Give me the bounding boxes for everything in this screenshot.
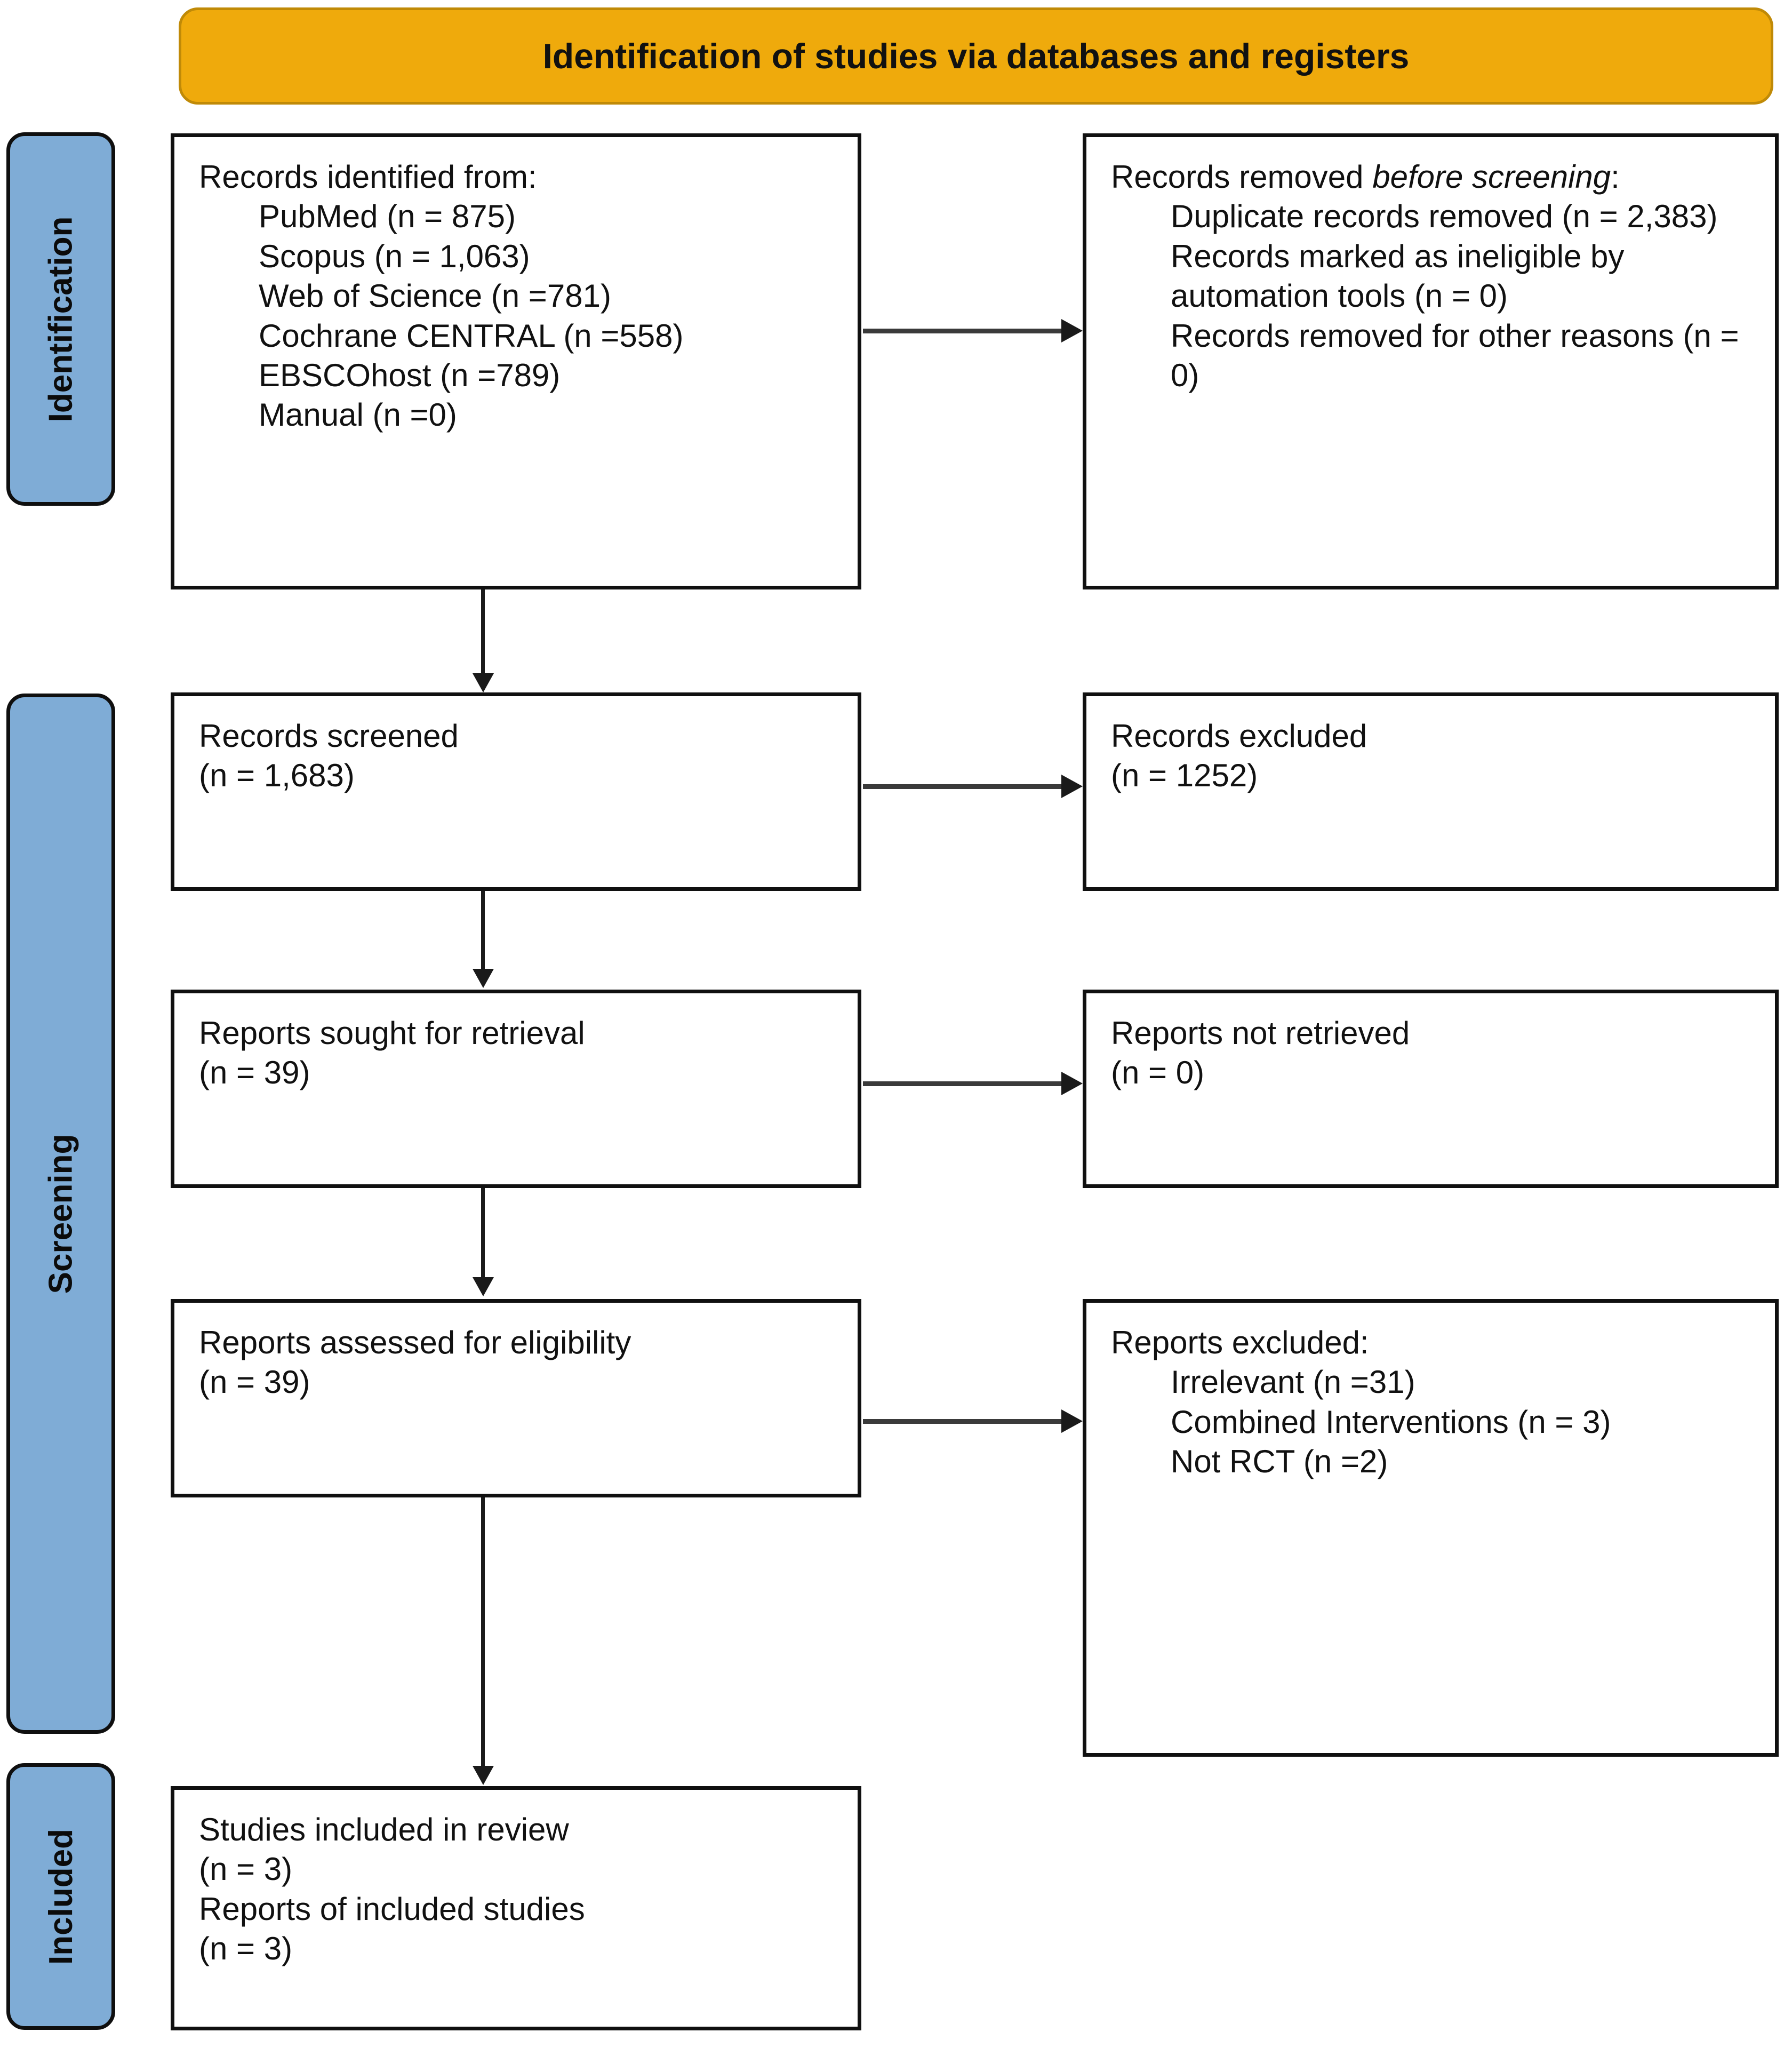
stage-label-screening: Screening bbox=[6, 694, 115, 1734]
box-reports-sought: Reports sought for retrieval (n = 39) bbox=[171, 990, 861, 1188]
records-excluded-label: Records excluded bbox=[1111, 718, 1367, 754]
arrow-identified-to-removed-line bbox=[863, 329, 1061, 333]
reports-of-included-label: Reports of included studies bbox=[199, 1891, 585, 1927]
reports-not-retrieved-label: Reports not retrieved bbox=[1111, 1015, 1410, 1051]
box-records-identified: Records identified from: PubMed (n = 875… bbox=[171, 133, 861, 589]
arrow-sought-to-notretrieved-line bbox=[863, 1081, 1061, 1086]
arrow-assessed-to-repexcluded-line bbox=[863, 1419, 1061, 1424]
records-identified-item: Cochrane CENTRAL (n =558) bbox=[259, 317, 684, 354]
banner-identification-header: Identification of studies via databases … bbox=[179, 7, 1773, 105]
arrow-identified-to-screened-head bbox=[473, 673, 494, 692]
box-records-screened: Records screened (n = 1,683) bbox=[171, 692, 861, 891]
arrow-identified-to-screened-line bbox=[481, 589, 485, 675]
records-removed-heading: Records removed before screening: bbox=[1111, 157, 1750, 197]
records-identified-item: Web of Science (n =781) bbox=[259, 278, 611, 314]
box-records-excluded: Records excluded (n = 1252) bbox=[1083, 692, 1779, 891]
reports-sought-count: (n = 39) bbox=[199, 1055, 310, 1091]
arrow-assessed-to-repexcluded-head bbox=[1061, 1409, 1083, 1433]
reports-of-included-count: (n = 3) bbox=[199, 1931, 293, 1967]
arrow-sought-to-notretrieved-head bbox=[1061, 1072, 1083, 1095]
reports-not-retrieved-count: (n = 0) bbox=[1111, 1055, 1205, 1091]
arrow-assessed-to-included-line bbox=[481, 1497, 485, 1767]
banner-title: Identification of studies via databases … bbox=[542, 36, 1410, 76]
reports-assessed-count: (n = 39) bbox=[199, 1364, 310, 1400]
box-reports-not-retrieved: Reports not retrieved (n = 0) bbox=[1083, 990, 1779, 1188]
records-excluded-count: (n = 1252) bbox=[1111, 758, 1258, 794]
arrow-screened-to-sought-line bbox=[481, 891, 485, 970]
studies-included-label: Studies included in review bbox=[199, 1812, 569, 1847]
box-reports-assessed: Reports assessed for eligibility (n = 39… bbox=[171, 1299, 861, 1497]
arrow-screened-to-excluded-line bbox=[863, 784, 1061, 789]
reports-excluded-item: Not RCT (n =2) bbox=[1171, 1444, 1388, 1480]
arrow-identified-to-removed-head bbox=[1061, 319, 1083, 342]
records-identified-item: EBSCOhost (n =789) bbox=[259, 357, 561, 393]
records-identified-item: Manual (n =0) bbox=[259, 397, 457, 433]
reports-assessed-label: Reports assessed for eligibility bbox=[199, 1325, 631, 1360]
studies-included-count: (n = 3) bbox=[199, 1851, 293, 1887]
arrow-screened-to-excluded-head bbox=[1061, 775, 1083, 798]
stage-label-included: Included bbox=[6, 1763, 115, 2030]
reports-excluded-heading: Reports excluded: bbox=[1111, 1325, 1369, 1360]
records-removed-item: Records removed for other reasons (n = 0… bbox=[1171, 317, 1739, 393]
records-identified-item: PubMed (n = 875) bbox=[259, 198, 516, 235]
box-records-removed: Records removed before screening: Duplic… bbox=[1083, 133, 1779, 589]
stage-label-included-text: Included bbox=[42, 1828, 79, 1965]
records-removed-item: Duplicate records removed (n = 2,383) bbox=[1171, 198, 1718, 235]
box-studies-included: Studies included in review (n = 3) Repor… bbox=[171, 1786, 861, 2030]
records-identified-item: Scopus (n = 1,063) bbox=[259, 238, 530, 274]
stage-label-identification-text: Identification bbox=[42, 216, 79, 422]
reports-sought-label: Reports sought for retrieval bbox=[199, 1015, 585, 1051]
arrow-screened-to-sought-head bbox=[473, 969, 494, 988]
box-reports-excluded: Reports excluded: Irrelevant (n =31) Com… bbox=[1083, 1299, 1779, 1757]
records-removed-item: Records marked as ineligible by automati… bbox=[1171, 238, 1625, 314]
reports-excluded-item: Irrelevant (n =31) bbox=[1171, 1364, 1415, 1400]
records-removed-heading-suffix: : bbox=[1611, 159, 1620, 195]
stage-label-identification: Identification bbox=[6, 132, 115, 506]
arrow-sought-to-assessed-line bbox=[481, 1188, 485, 1279]
reports-excluded-item: Combined Interventions (n = 3) bbox=[1171, 1404, 1611, 1440]
stage-label-screening-text: Screening bbox=[42, 1134, 79, 1294]
records-screened-label: Records screened bbox=[199, 718, 459, 754]
records-identified-heading: Records identified from: bbox=[199, 159, 537, 195]
arrow-sought-to-assessed-head bbox=[473, 1277, 494, 1296]
records-removed-heading-emphasis: before screening bbox=[1372, 159, 1611, 195]
arrow-assessed-to-included-head bbox=[473, 1766, 494, 1785]
records-removed-heading-prefix: Records removed bbox=[1111, 159, 1373, 195]
records-screened-count: (n = 1,683) bbox=[199, 758, 355, 794]
